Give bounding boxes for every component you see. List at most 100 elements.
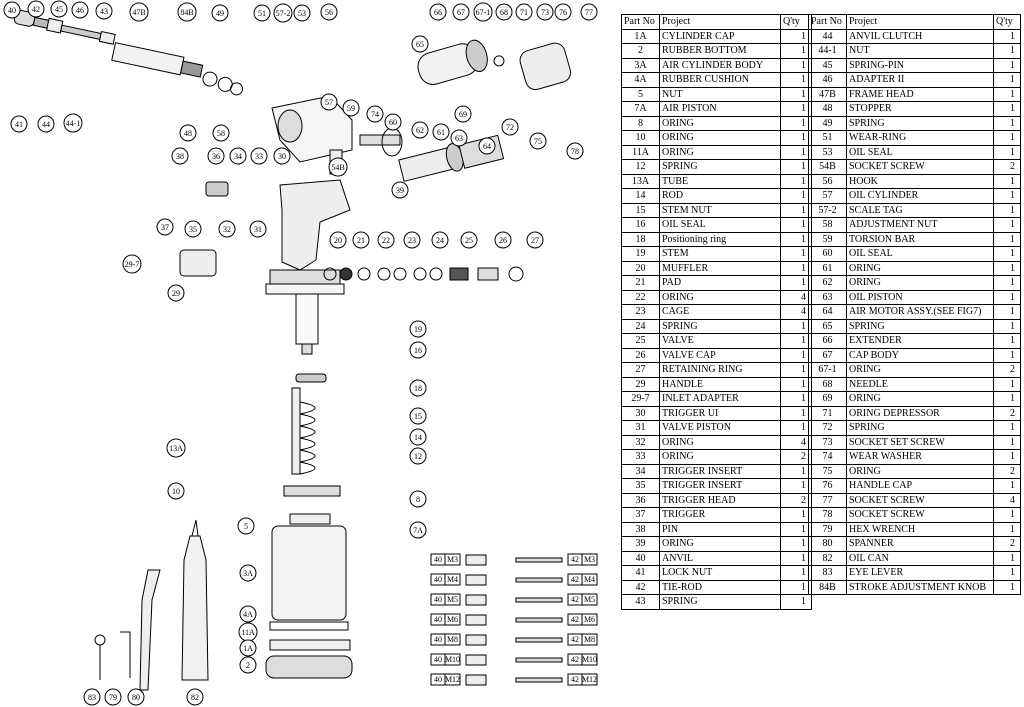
callout-57: 57 [320, 93, 338, 111]
part-no-cell: 24 [621, 318, 660, 334]
header-part-no: Part No [621, 14, 660, 30]
callout-label: 75 [534, 137, 542, 146]
anvil-label: 40 [434, 555, 442, 564]
qty-cell: 1 [993, 130, 1021, 146]
project-cell: ORING [659, 289, 781, 305]
part-no-cell: 40 [621, 550, 660, 566]
qty-cell: 1 [993, 202, 1021, 218]
part-no-cell: 47B [808, 86, 847, 102]
size-label: M6 [584, 615, 595, 624]
part-no-cell: 12 [621, 159, 660, 175]
parts-list-header: Part No Project Q'ty [808, 14, 1021, 30]
part-no-cell: 67-1 [808, 362, 847, 378]
callout-label: 62 [416, 126, 424, 135]
tie-rod-drawing [515, 637, 563, 643]
callout-11A: 11A [238, 622, 258, 642]
part-no-cell: 11A [621, 144, 660, 160]
project-cell: CYLINDER CAP [659, 28, 781, 44]
callout-63: 63 [450, 129, 468, 147]
project-cell: MUFFLER [659, 260, 781, 276]
part-no-cell: 67 [808, 347, 847, 363]
project-cell: SPRING [659, 594, 781, 610]
callout-24: 24 [431, 231, 449, 249]
callout-13A: 13A [166, 438, 186, 458]
project-cell: AIR PISTON [659, 101, 781, 117]
callout-label: 65 [416, 40, 424, 49]
callout-67-1: 67-1 [473, 2, 493, 22]
project-cell: PAD [659, 275, 781, 291]
handle [179, 179, 351, 345]
project-cell: OIL PISTON [846, 289, 994, 305]
part-no-cell: 46 [808, 72, 847, 88]
project-cell: ANVIL CLUTCH [846, 28, 994, 44]
qty-cell: 1 [993, 478, 1021, 494]
project-cell: TRIGGER UI [659, 405, 781, 421]
callout-80: 80 [127, 688, 145, 706]
project-cell: NUT [846, 43, 994, 59]
part-no-cell: 21 [621, 275, 660, 291]
qty-cell: 1 [780, 159, 812, 175]
callout-8: 8 [409, 490, 427, 508]
part-no-cell: 57-2 [808, 202, 847, 218]
valve-parts [323, 266, 524, 282]
callout-40: 40 [3, 1, 21, 19]
part-no-cell: 32 [621, 434, 660, 450]
qty-cell: 1 [780, 101, 812, 117]
size-label: M4 [584, 575, 595, 584]
part-no-cell: 2 [621, 43, 660, 59]
project-cell: OIL SEAL [846, 144, 994, 160]
size-label: M6 [447, 615, 458, 624]
part-no-cell: 42 [621, 579, 660, 595]
callout-label: 2 [246, 661, 250, 670]
callout-27: 27 [526, 231, 544, 249]
callout-label: 27 [531, 236, 539, 245]
qty-cell: 1 [780, 275, 812, 291]
part-no-cell: 5 [621, 86, 660, 102]
callout-15: 15 [409, 407, 427, 425]
callout-label: 83 [88, 693, 96, 702]
callout-35: 35 [184, 220, 202, 238]
qty-cell: 1 [780, 217, 812, 233]
callout-label: 26 [499, 236, 507, 245]
project-cell: OIL CYLINDER [846, 188, 994, 204]
project-cell: ORING [659, 144, 781, 160]
qty-cell: 2 [993, 405, 1021, 421]
callout-label: 67 [457, 8, 465, 17]
project-cell: ORING [846, 391, 994, 407]
callout-label: 59 [347, 104, 355, 113]
callout-label: 40 [8, 6, 16, 15]
part-no-cell: 27 [621, 362, 660, 378]
rod-label: 42 [571, 655, 579, 664]
qty-cell: 1 [993, 275, 1021, 291]
project-cell: EXTENDER [846, 333, 994, 349]
qty-cell: 1 [993, 579, 1021, 595]
qty-cell: 1 [780, 594, 812, 610]
project-cell: ORING [659, 434, 781, 450]
callout-20: 20 [329, 231, 347, 249]
callout-label: 78 [571, 147, 579, 156]
project-cell: INLET ADAPTER [659, 391, 781, 407]
callout-label: 48 [184, 129, 192, 138]
qty-cell: 1 [993, 86, 1021, 102]
callout-label: 5 [244, 522, 248, 531]
size-label: M3 [584, 555, 595, 564]
callout-73: 73 [536, 3, 554, 21]
